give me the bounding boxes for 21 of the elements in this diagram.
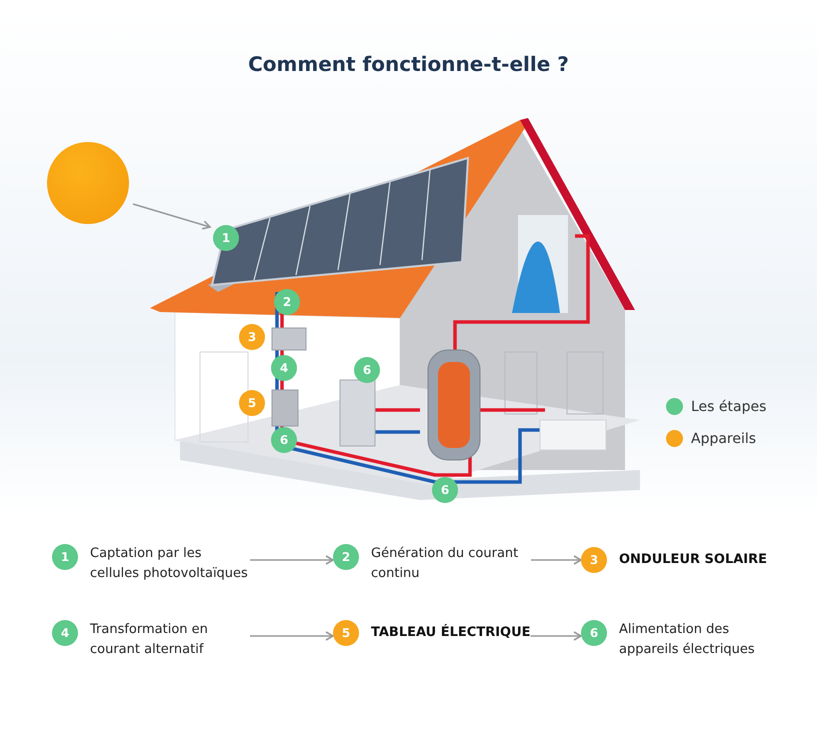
step-number: 3 — [581, 547, 607, 573]
step-text: Captation par les cellules photovoltaïques — [90, 545, 249, 583]
arrow — [250, 555, 334, 565]
arrow — [250, 631, 334, 641]
step-number: 6 — [581, 620, 607, 646]
step-text: Alimentation des appareils électriques — [619, 621, 756, 659]
title: Comment fonctionne-t-elle ? — [247, 52, 570, 76]
step-number: 4 — [52, 620, 78, 646]
legend-text: Appareils — [691, 430, 756, 446]
arrow — [132, 203, 211, 230]
step-text: Génération du courant continu — [371, 545, 520, 583]
step-number: 5 — [333, 620, 359, 646]
step-number: 2 — [333, 544, 359, 570]
callout-number: 1 — [213, 225, 239, 251]
arrow — [531, 555, 582, 565]
step-text: Transformation en courant alternatif — [90, 621, 209, 659]
step-number: 1 — [52, 544, 78, 570]
step-text: TABLEAU ÉLECTRIQUE — [371, 623, 531, 642]
step-text: ONDULEUR SOLAIRE — [619, 551, 768, 569]
arrow — [530, 631, 582, 641]
legend-text: Les étapes — [691, 398, 766, 414]
